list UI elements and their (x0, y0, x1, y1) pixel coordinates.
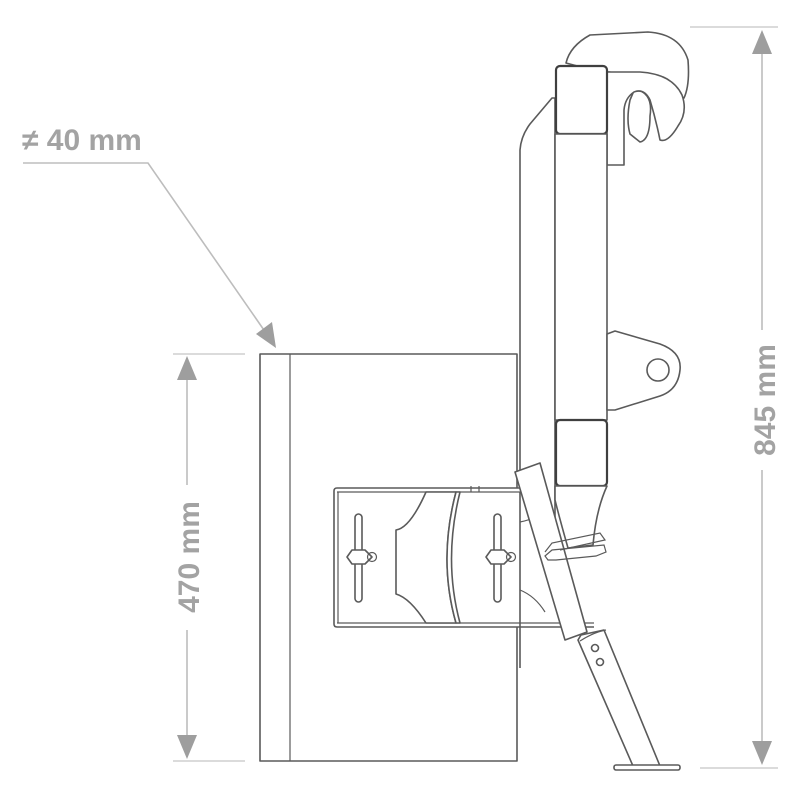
arrow-down-icon (177, 735, 197, 759)
mount-bracket (333, 486, 594, 668)
arrow-down-icon (752, 741, 772, 765)
right-slot-assembly (485, 513, 517, 603)
left-nut-bolt-icon (366, 551, 378, 563)
clip-loop-lower (544, 544, 607, 561)
total-height-dimension: 845 mm (690, 26, 782, 769)
spring-clip (544, 532, 607, 561)
thickness-arrowhead-icon (256, 322, 276, 348)
thickness-callout: ≠ 40 mm (22, 124, 276, 348)
stand-collar (579, 629, 607, 642)
stand-foot-plate (613, 764, 681, 771)
lower-block-rect (554, 418, 609, 488)
curved-insert-edge (446, 491, 461, 624)
arrow-up-icon (177, 356, 197, 380)
left-nut-icon (346, 549, 373, 565)
hook-jaw-outline (606, 71, 686, 166)
left-slot-assembly (346, 513, 378, 603)
thickness-label: ≠ 40 mm (22, 124, 142, 157)
blade-height-dimension: 470 mm (173, 353, 245, 762)
lug-outline (606, 330, 681, 411)
right-nut-bolt-icon (505, 551, 517, 563)
stand-hole-1-icon (590, 643, 600, 653)
blade-height-label: 470 mm (173, 501, 206, 613)
hook-tube (554, 133, 608, 421)
stand-hole-2-icon (595, 657, 605, 667)
stand-inner-leg (577, 629, 661, 767)
total-height-label: 845 mm (749, 344, 782, 456)
pin-lug (606, 330, 681, 411)
right-arc-lower (519, 589, 546, 613)
hook-block (554, 64, 609, 136)
lower-block (554, 418, 609, 549)
lower-flare (554, 485, 608, 549)
top-hook (554, 31, 690, 421)
right-nut-icon (485, 549, 512, 565)
thickness-leader-line (23, 162, 267, 334)
lug-hole-icon (646, 358, 670, 382)
clip-loop-upper (544, 532, 607, 553)
arrow-up-icon (752, 30, 772, 54)
